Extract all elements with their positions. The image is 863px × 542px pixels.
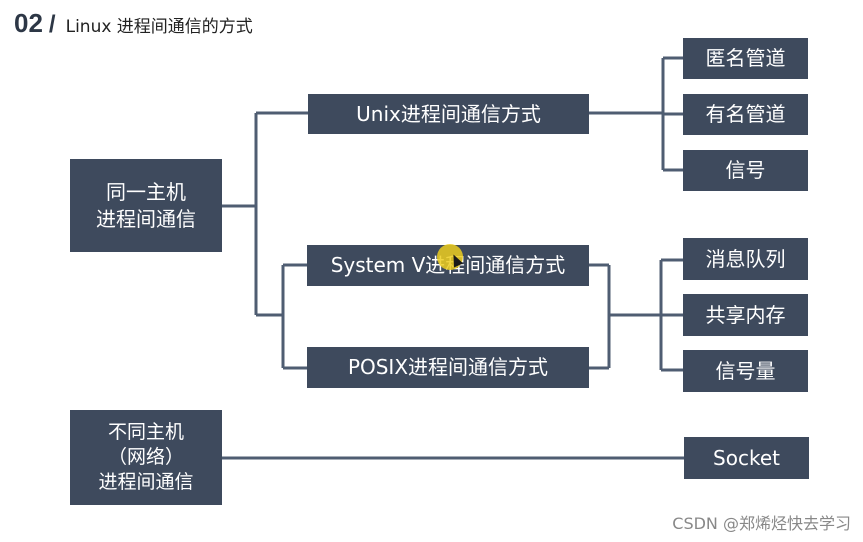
node-same-host-line1: 同一主机 <box>106 179 186 204</box>
node-semaphore: 信号量 <box>683 350 808 392</box>
node-shared-memory: 共享内存 <box>683 294 808 336</box>
node-diff-host-line2: （网络） <box>107 446 184 469</box>
node-diff-host: 不同主机 （网络） 进程间通信 <box>70 410 222 505</box>
node-posix: POSIX进程间通信方式 <box>307 347 589 388</box>
node-diff-host-line3: 进程间通信 <box>98 470 194 493</box>
section-slash: / <box>48 11 56 38</box>
node-signal: 信号 <box>683 150 808 191</box>
connector-unix <box>589 56 683 172</box>
connector-sysv-posix <box>589 258 683 372</box>
section-header: 02 / Linux 进程间通信的方式 <box>14 8 253 39</box>
node-diff-host-line1: 不同主机 <box>107 421 184 444</box>
node-same-host-line2: 进程间通信 <box>96 206 196 231</box>
watermark: CSDN @郑烯烃快去学习 <box>672 514 851 533</box>
section-number: 02 <box>14 8 43 38</box>
node-msg-queue: 消息队列 <box>683 238 808 280</box>
node-named-pipe: 有名管道 <box>683 94 808 135</box>
connector-same-host <box>222 111 308 370</box>
node-same-host: 同一主机 进程间通信 <box>70 159 222 252</box>
node-unix: Unix进程间通信方式 <box>308 94 589 134</box>
cursor-highlight <box>437 244 463 270</box>
node-anon-pipe: 匿名管道 <box>683 38 808 79</box>
page-title: Linux 进程间通信的方式 <box>65 17 253 37</box>
node-socket: Socket <box>684 437 809 479</box>
